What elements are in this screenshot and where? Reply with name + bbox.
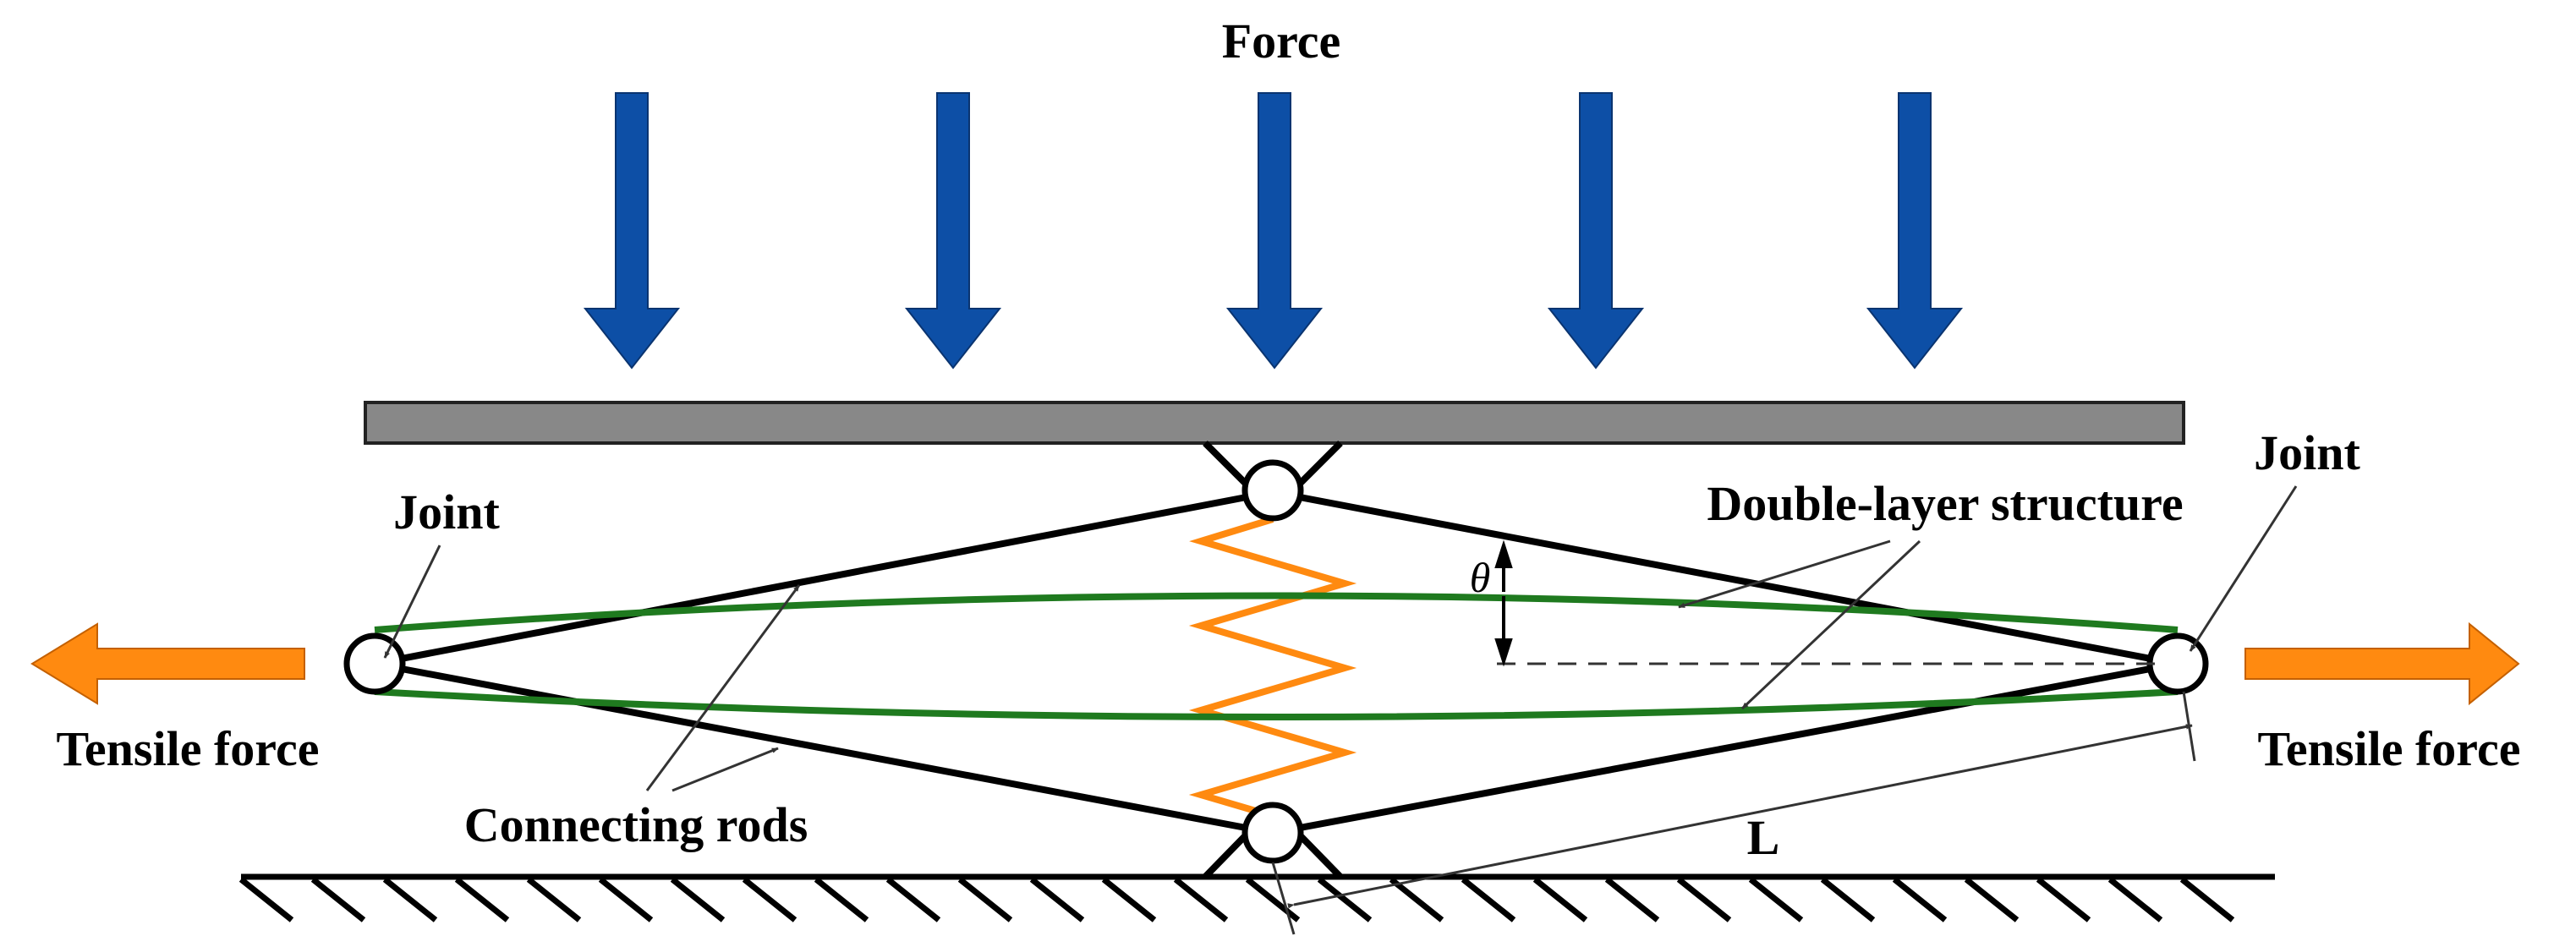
connecting-rods-label: Connecting rods (464, 797, 808, 852)
tensile-force-right-label: Tensile force (2258, 721, 2521, 776)
leader-joint-left (383, 545, 441, 659)
tensile-force-left-label: Tensile force (57, 721, 320, 776)
force-arrows (583, 92, 1964, 369)
rod-lower-left (371, 660, 1276, 836)
theta-double-arrow (1494, 539, 1513, 667)
joint-right-icon (2146, 632, 2209, 695)
double-layer-structure (374, 592, 2179, 720)
leader-double-upper (1678, 539, 1891, 609)
leader-double-lower (1740, 539, 1921, 710)
double-layer-lower (374, 688, 2179, 720)
tensile-arrow-right (2244, 621, 2520, 706)
force-arrow-3 (1225, 92, 1324, 369)
force-arrow-2 (904, 92, 1002, 369)
force-arrow-1 (583, 92, 681, 369)
ground (238, 873, 2275, 922)
double-layer-upper (374, 592, 2179, 633)
joint-right-label: Joint (2254, 425, 2360, 480)
joint-left-icon (343, 632, 406, 695)
theta-label: θ (1470, 554, 1491, 601)
tensile-arrow-left (30, 622, 305, 705)
joint-bottom-icon (1241, 802, 1304, 864)
top-plate (364, 401, 2185, 445)
rod-upper-left (371, 489, 1276, 667)
spring (1188, 516, 1357, 819)
leader-lines (383, 485, 2298, 792)
leader-rods-upper (645, 584, 801, 791)
joints (343, 459, 2209, 864)
length-label: L (1747, 810, 1780, 865)
force-label: Force (1222, 14, 1341, 68)
rod-lower-right (1269, 660, 2181, 836)
double-layer-label: Double-layer structure (1707, 476, 2183, 531)
rod-upper-right (1269, 489, 2181, 667)
leader-joint-right (2189, 485, 2298, 652)
joint-top-icon (1241, 459, 1304, 522)
leader-rods-lower (671, 747, 779, 792)
force-arrow-5 (1866, 92, 1964, 369)
force-arrow-4 (1547, 92, 1645, 369)
length-dimension (1271, 691, 2196, 935)
joint-left-label: Joint (393, 484, 500, 539)
